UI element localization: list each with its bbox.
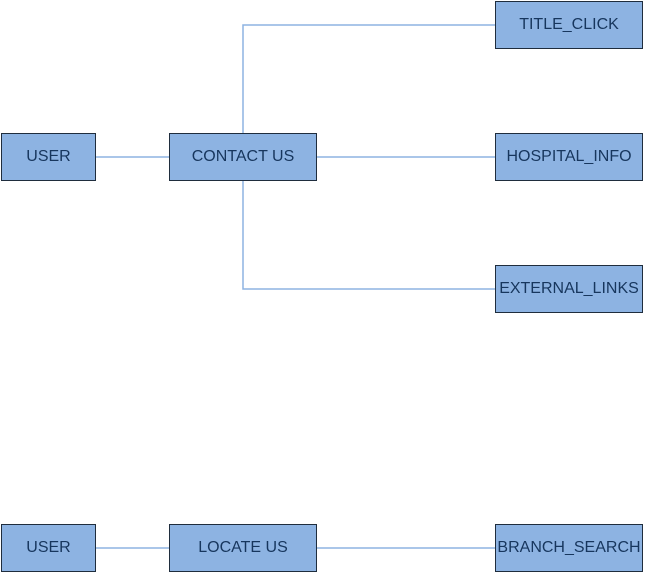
node-hospital-info: HOSPITAL_INFO	[495, 133, 643, 181]
node-external-links-label: EXTERNAL_LINKS	[499, 280, 639, 297]
node-external-links: EXTERNAL_LINKS	[495, 265, 643, 313]
node-user-label: USER	[26, 148, 71, 165]
node-locate-us: LOCATE US	[169, 524, 317, 572]
node-title-click-label: TITLE_CLICK	[519, 16, 619, 33]
node-user-2: USER	[1, 524, 96, 572]
node-contact-us: CONTACT US	[169, 133, 317, 181]
node-branch-search: BRANCH_SEARCH	[495, 524, 643, 572]
node-title-click: TITLE_CLICK	[495, 1, 643, 49]
node-hospital-info-label: HOSPITAL_INFO	[506, 148, 632, 165]
node-branch-search-label: BRANCH_SEARCH	[497, 539, 641, 556]
node-user-2-label: USER	[26, 539, 71, 556]
node-locate-us-label: LOCATE US	[198, 539, 288, 556]
connector-contact-title-click	[242, 24, 495, 133]
node-contact-us-label: CONTACT US	[191, 148, 295, 165]
connector-contact-external-links	[242, 181, 495, 290]
node-user: USER	[1, 133, 96, 181]
